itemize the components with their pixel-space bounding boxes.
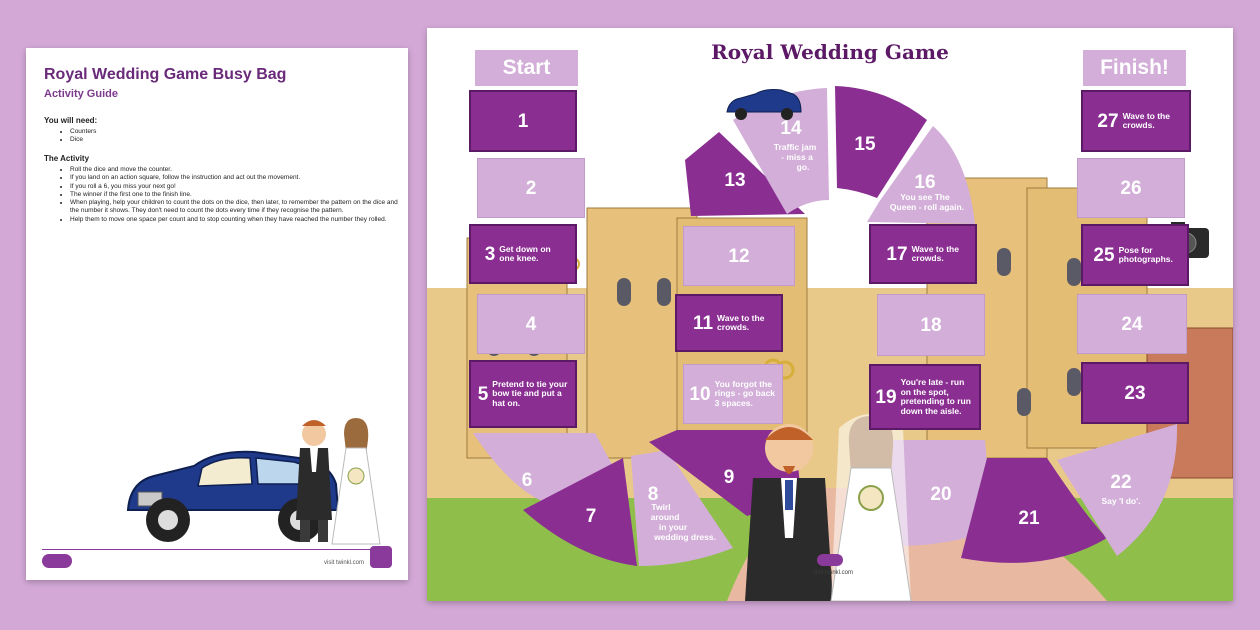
groom-icon	[296, 420, 332, 542]
site-url: visit twinkl.com	[323, 560, 364, 566]
list-item: When playing, help your children to coun…	[70, 199, 400, 216]
square-17: 17 Wave to the crowds.	[869, 224, 977, 284]
vintage-car-icon	[726, 89, 802, 120]
list-item: Roll the dice and move the counter.	[70, 166, 400, 174]
board-title: Royal Wedding Game	[711, 40, 949, 64]
svg-text:Say 'I do'.: Say 'I do'.	[1102, 496, 1141, 506]
square-22: 22 Say 'I do'.	[1057, 424, 1178, 556]
square-23: 23	[1081, 362, 1189, 424]
wedding-car-couple-illustration	[126, 418, 381, 545]
square-2: 2	[477, 158, 585, 218]
svg-text:13: 13	[724, 170, 745, 191]
svg-text:22: 22	[1110, 472, 1131, 493]
svg-text:15: 15	[854, 134, 876, 155]
square-10: 10 You forgot the rings - go back 3 spac…	[683, 364, 783, 424]
svg-text:9: 9	[724, 467, 735, 488]
square-13: 13	[685, 132, 805, 216]
activity-list: Roll the dice and move the counter. If y…	[56, 166, 400, 224]
bride-icon	[331, 418, 381, 545]
list-item: The winner if the first one to the finis…	[70, 191, 400, 199]
activity-guide-page: Royal Wedding Game Busy Bag Activity Gui…	[26, 48, 408, 580]
list-item: If you land on an action square, follow …	[70, 174, 400, 182]
twinkl-logo	[817, 554, 843, 566]
twinkl-logo	[42, 554, 72, 568]
list-item: Counters	[70, 128, 400, 136]
square-21: 21	[961, 458, 1107, 563]
square-11: 11 Wave to the crowds.	[675, 294, 783, 352]
finish-label: Finish!	[1083, 50, 1186, 86]
list-item: If you roll a 6, you miss your next go!	[70, 183, 400, 191]
start-label: Start	[475, 50, 578, 86]
square-19: 19 You're late - run on the spot, preten…	[869, 364, 981, 430]
svg-text:21: 21	[1018, 508, 1040, 529]
square-18: 18	[877, 294, 985, 356]
needs-list: Counters Dice	[56, 128, 400, 145]
svg-text:8: 8	[648, 484, 659, 505]
square-1: 1	[469, 90, 577, 152]
footer-divider	[42, 549, 392, 550]
activity-heading: The Activity	[44, 154, 90, 163]
bride-icon	[830, 414, 912, 601]
twinkl-badge-icon	[370, 546, 392, 568]
guide-subtitle: Activity Guide	[44, 88, 118, 100]
guide-title: Royal Wedding Game Busy Bag	[44, 66, 287, 83]
square-26: 26	[1077, 158, 1185, 218]
board-site-url: visit twinkl.com	[813, 570, 854, 576]
list-item: Dice	[70, 136, 400, 144]
square-5: 5 Pretend to tie your bow tie and put a …	[469, 360, 577, 428]
square-25: 25 Pose for photographs.	[1081, 224, 1189, 286]
svg-text:20: 20	[930, 484, 951, 505]
list-item: Help them to move one space per count an…	[70, 216, 400, 224]
you-will-need-heading: You will need:	[44, 116, 98, 125]
square-7: 7	[523, 458, 637, 566]
square-15: 15	[835, 86, 927, 198]
groom-icon	[745, 424, 833, 601]
square-4: 4	[477, 294, 585, 354]
svg-text:16: 16	[914, 172, 935, 193]
square-3: 3 Get down on one knee.	[469, 224, 577, 284]
svg-text:14: 14	[780, 118, 802, 139]
square-12: 12	[683, 226, 795, 286]
square-27: 27 Wave to the crowds.	[1081, 90, 1191, 152]
square-24: 24	[1077, 294, 1187, 354]
svg-text:6: 6	[522, 470, 533, 491]
svg-text:7: 7	[586, 506, 597, 527]
